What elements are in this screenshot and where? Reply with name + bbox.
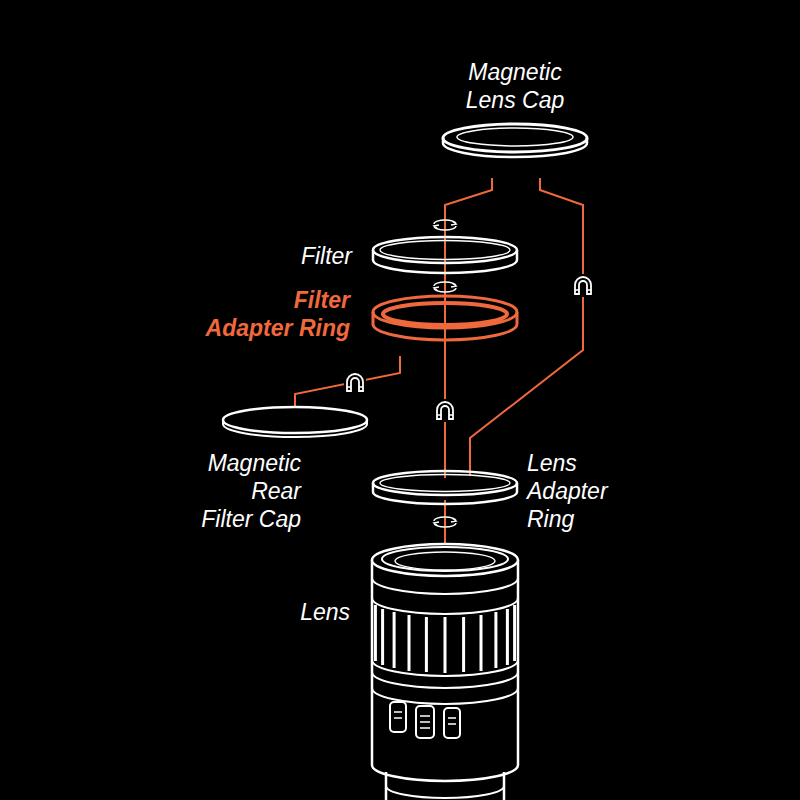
part-label: Filter Adapter Ring — [190, 286, 350, 342]
part-label: Lens Adapter Ring — [527, 449, 637, 533]
rear-filter-cap-drawing — [223, 407, 367, 437]
lens-drawing — [372, 544, 518, 800]
filter-drawing — [373, 237, 517, 273]
magnet-symbol — [344, 371, 366, 394]
lens-cap-drawing — [443, 124, 587, 157]
rotation-symbol — [434, 517, 456, 527]
part-label: Magnetic Lens Cap — [455, 58, 575, 114]
part-label: Magnetic Rear Filter Cap — [186, 449, 301, 533]
rotation-symbol — [434, 220, 456, 230]
filter-adapter-ring-drawing — [373, 296, 517, 340]
magnet-symbol — [434, 399, 456, 422]
magnet-symbol — [572, 274, 594, 297]
part-label: Lens — [250, 598, 350, 626]
lens-adapter-ring-drawing — [373, 471, 517, 504]
rotation-symbol — [434, 282, 456, 292]
part-label: Filter — [252, 242, 352, 270]
